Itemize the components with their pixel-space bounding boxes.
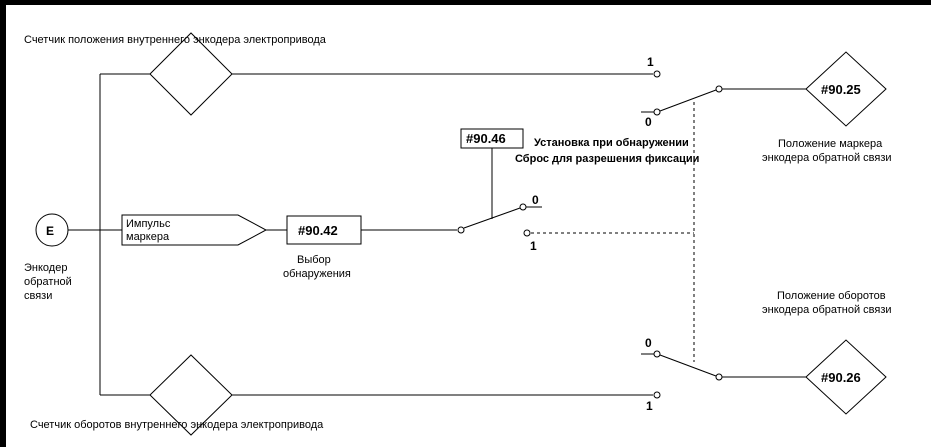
mid-switch-0-label: 0 [532,193,539,207]
block-diagram: Счетчик положения внутреннего энкодера э… [24,32,892,436]
bottom-switch-1-label: 1 [646,399,653,413]
switch-bottom-blade [659,354,717,377]
switch-mid-pivot [457,226,465,234]
marker-pulse-line1: Импульс [126,218,171,230]
param-90-26-label: #90.26 [821,370,861,385]
detection-select-line2: обнаружения [283,268,351,280]
param-90-42-label: #90.42 [298,223,338,238]
top-switch-1-label: 1 [647,55,654,69]
param-90-46-box [460,128,524,149]
revolutions-position-line2: энкодера обратной связи [762,304,892,316]
encoder-caption-line2: обратной [24,276,72,288]
contact-bottom-1 [653,391,661,399]
top-switch-0-label: 0 [645,115,652,129]
marker-position-line2: энкодера обратной связи [762,152,892,164]
contact-mid-1 [523,229,531,237]
param-90-25-diamond [805,51,887,127]
encoder-caption-line1: Энкодер [24,262,67,274]
revolutions-position-line1: Положение оборотов [777,290,886,302]
encoder-caption-line3: связи [24,290,52,302]
param-90-42-box [286,215,362,245]
switch-bottom-pivot [715,373,723,381]
param-90-25-label: #90.25 [821,82,861,97]
param-90-26-diamond [805,339,887,415]
revolution-counter-label: Счетчик оборотов внутреннего энкодера эл… [30,419,324,431]
set-on-detection-label: Установка при обнаружении [534,137,689,149]
contact-top-1 [653,70,661,78]
mid-switch-1-label: 1 [530,239,537,253]
detection-select-line1: Выбор [297,254,331,266]
param-90-46-label: #90.46 [466,131,506,146]
switch-top-blade [659,89,717,112]
contact-top-0 [653,108,661,116]
marker-position-line1: Положение маркера [778,138,883,150]
position-counter-label: Счетчик положения внутреннего энкодера э… [24,34,327,46]
encoder-letter: E [46,224,54,238]
diagram-canvas: Счетчик положения внутреннего энкодера э… [6,5,931,447]
marker-pulse-shape [121,214,268,246]
contact-bottom-0 [653,350,661,358]
contact-mid-0 [519,203,527,211]
bottom-switch-0-label: 0 [645,336,652,350]
marker-pulse-line2: маркера [126,231,170,243]
switch-top-pivot [715,85,723,93]
reset-to-enable-label: Сброс для разрешения фиксации [515,153,699,165]
